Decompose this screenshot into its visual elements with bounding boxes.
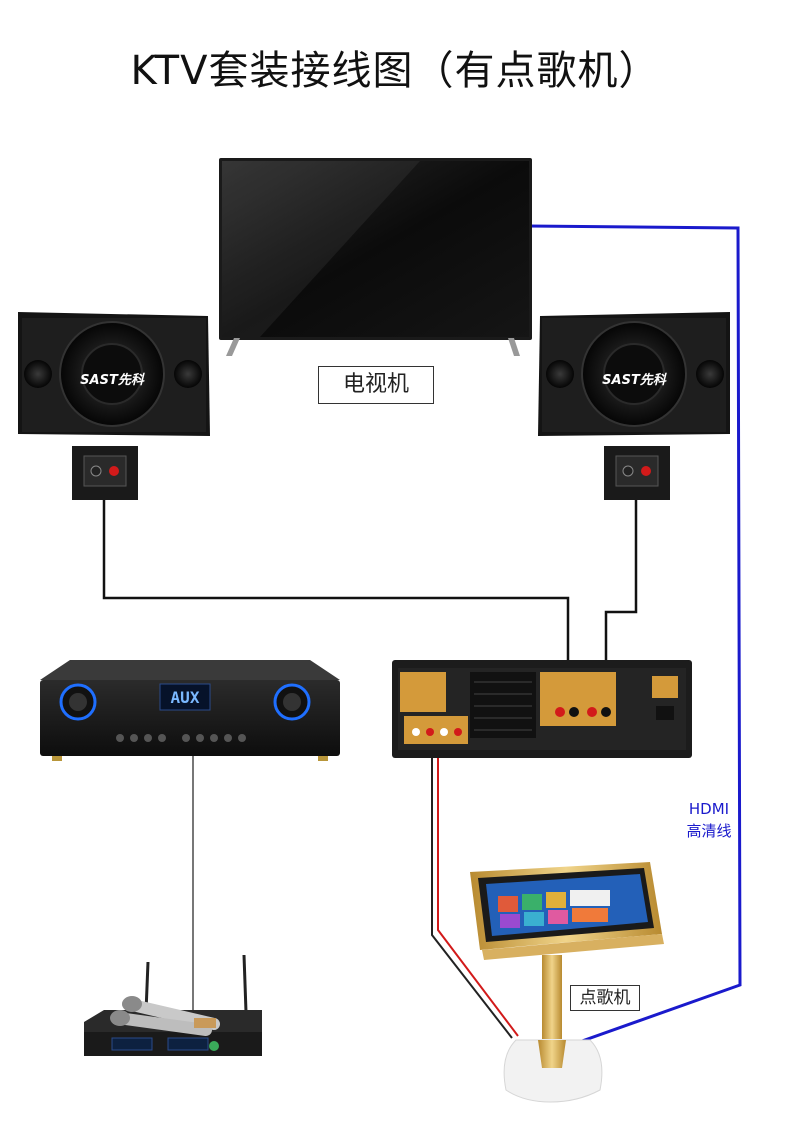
audio-cable-pair: [431, 742, 519, 1039]
left-speaker-cable: [102, 472, 570, 705]
right-speaker-terminal: [604, 446, 670, 500]
jukebox-label: 点歌机: [570, 985, 640, 1011]
hdmi-label-line2: 高清线: [686, 822, 732, 840]
right-speaker: SAST先科: [538, 312, 730, 436]
right-speaker-cable: [604, 472, 638, 705]
hdmi-cable-label: HDMI 高清线: [674, 798, 744, 842]
amplifier-back: [392, 660, 692, 758]
wireless-microphone: [84, 954, 262, 1056]
television: [219, 158, 532, 356]
page-title: KTV套装接线图（有点歌机）: [130, 48, 660, 94]
tv-label: 电视机: [318, 366, 434, 404]
left-speaker-logo: SAST先科: [80, 372, 145, 388]
right-speaker-logo: SAST先科: [602, 372, 667, 388]
left-speaker: SAST先科: [18, 312, 210, 436]
hdmi-label-line1: HDMI: [688, 800, 730, 818]
jukebox: [470, 862, 664, 1103]
amplifier-front: AUX: [40, 660, 340, 761]
left-speaker-terminal: [72, 446, 138, 500]
amplifier-display: AUX: [171, 688, 200, 707]
hdmi-cable: [527, 224, 742, 1048]
